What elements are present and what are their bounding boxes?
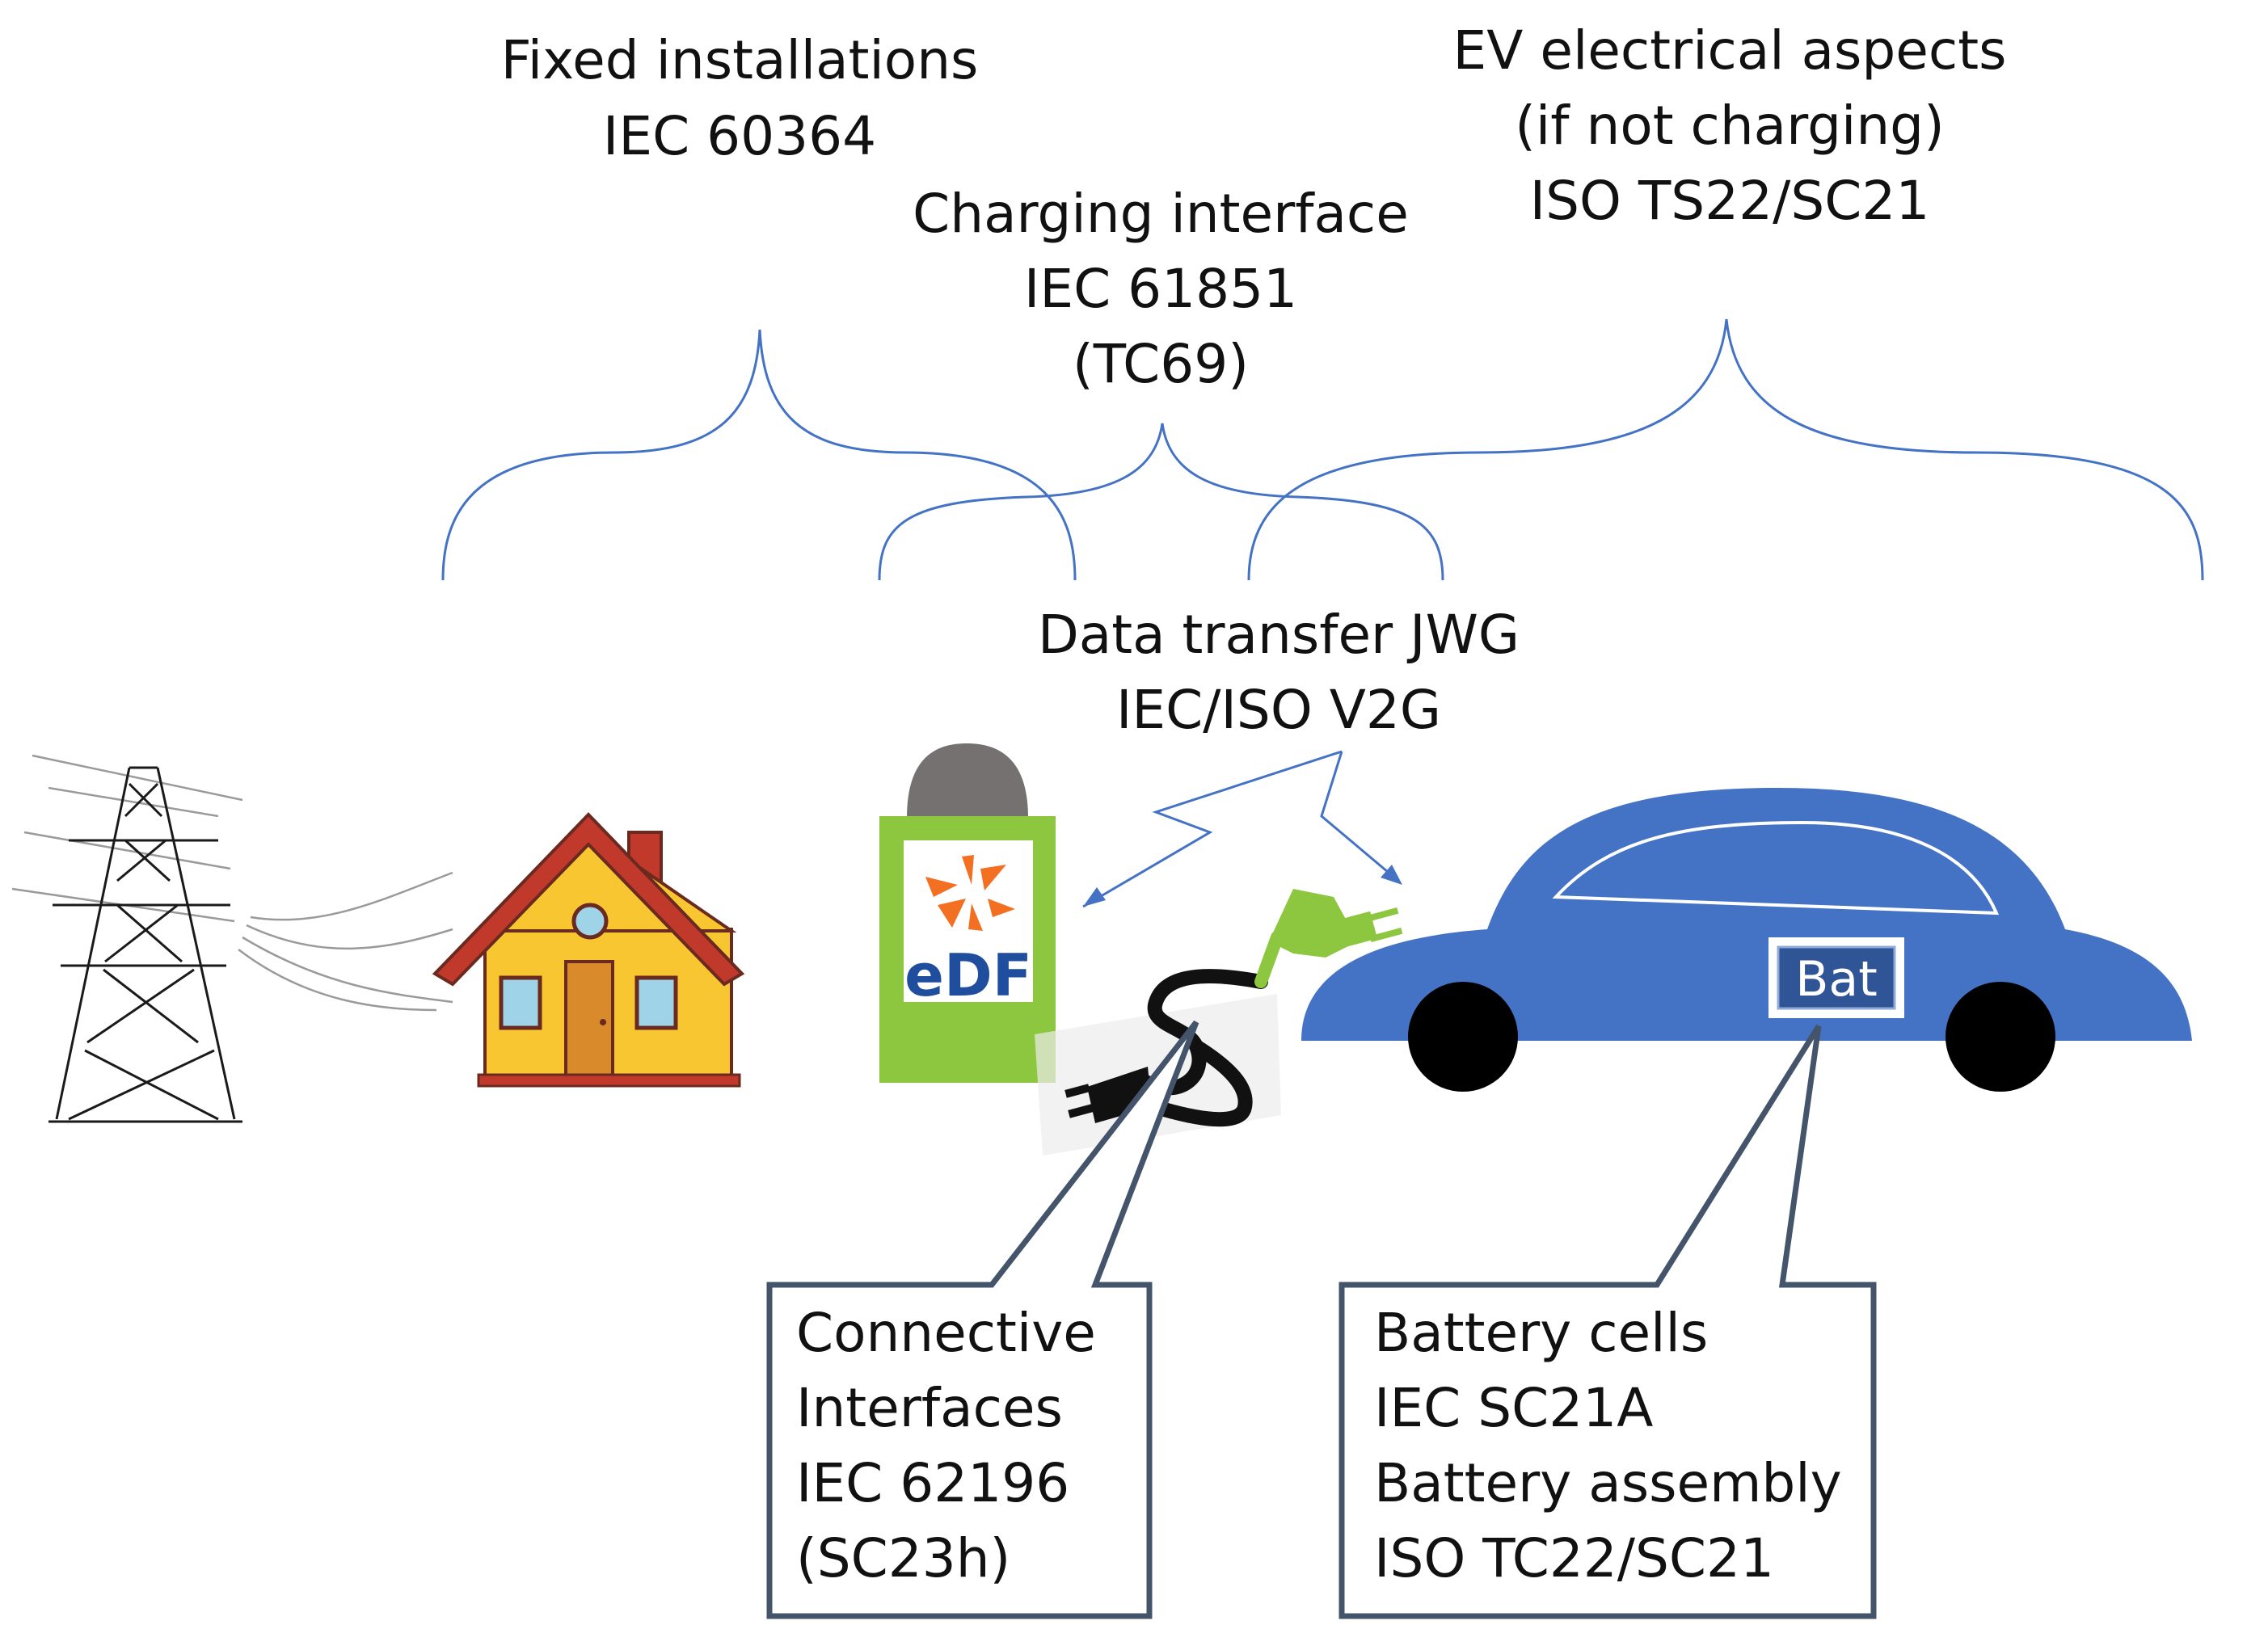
battery-icon: Bat <box>1768 937 1904 1018</box>
battery-line-4: ISO TC22/SC21 <box>1374 1527 1774 1589</box>
connective-line-2: Interfaces <box>796 1377 1063 1439</box>
ev-label-line-1: EV electrical aspects <box>1453 19 2007 82</box>
data-transfer-label: Data transfer JWG IEC/ISO V2G <box>1038 604 1520 741</box>
data-label-line-1: Data transfer JWG <box>1038 604 1520 666</box>
fixed-label-line-1: Fixed installations <box>501 29 979 91</box>
ev-electrical-label: EV electrical aspects (if not charging) … <box>1453 19 2007 232</box>
edf-logo-text: eDF <box>904 941 1032 1009</box>
power-tower-icon <box>11 754 453 1123</box>
charging-label-line-3: (TC69) <box>1073 333 1249 395</box>
connective-line-4: (SC23h) <box>796 1527 1010 1589</box>
fixed-installations-label: Fixed installations IEC 60364 <box>501 29 979 167</box>
brace-ev-electrical <box>1247 318 2204 581</box>
brace-charging-interface <box>878 423 1444 581</box>
car-icon: Bat <box>1301 788 2192 1092</box>
edf-logo-icon: eDF <box>904 855 1032 1009</box>
ev-label-line-2: (if not charging) <box>1515 95 1945 157</box>
battery-line-3: Battery assembly <box>1374 1452 1842 1514</box>
connective-line-1: Connective <box>796 1302 1096 1364</box>
house-icon <box>432 812 745 1088</box>
plug-icon <box>1254 889 1403 988</box>
charging-label-line-1: Charging interface <box>913 183 1409 245</box>
ev-label-line-3: ISO TS22/SC21 <box>1530 170 1930 232</box>
data-label-line-2: IEC/ISO V2G <box>1116 679 1441 741</box>
battery-line-1: Battery cells <box>1374 1302 1708 1364</box>
battery-line-2: IEC SC21A <box>1374 1377 1653 1439</box>
fixed-label-line-2: IEC 60364 <box>603 105 876 167</box>
callout-connective-interfaces: Connective Interfaces IEC 62196 (SC23h) <box>766 1020 1199 1619</box>
brace-fixed-installations <box>441 329 1077 581</box>
callout-battery: Battery cells IEC SC21A Battery assembly… <box>1338 1025 1877 1619</box>
charging-station-icon: eDF <box>879 743 1056 1083</box>
lightning-arrow-icon <box>1082 750 1402 908</box>
charging-label-line-2: IEC 61851 <box>1024 258 1297 320</box>
battery-label: Bat <box>1795 951 1877 1008</box>
connective-line-3: IEC 62196 <box>796 1452 1069 1514</box>
charging-interface-label: Charging interface IEC 61851 (TC69) <box>913 183 1409 395</box>
